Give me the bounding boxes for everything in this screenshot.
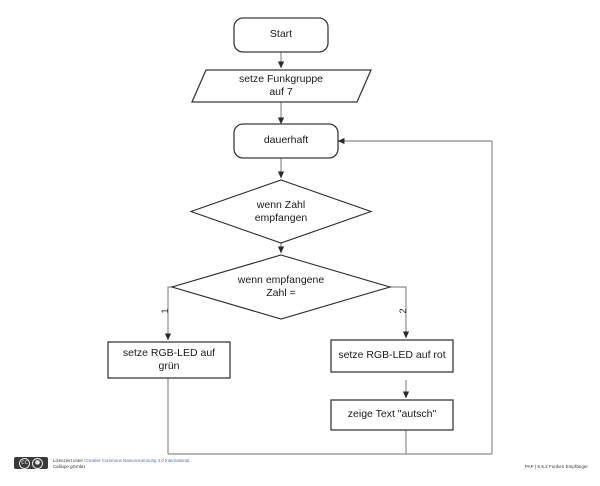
branch-label-left: 1 [160, 308, 170, 314]
creative-commons-icon: cc ● [14, 457, 48, 469]
license-link[interactable]: Creative Commons Namensnennung 4.0 Inter… [84, 458, 191, 463]
document-reference: PAP | 5.5.2 Funken Empfänger [524, 464, 588, 469]
license-org: Calliope gGmbH [53, 463, 86, 469]
edge-branch2-to-ledrot [390, 286, 410, 339]
node-wenn-empfangene[interactable] [170, 254, 392, 320]
node-led-gruen[interactable] [107, 341, 231, 379]
node-wenn-zahl[interactable] [189, 179, 373, 244]
node-funkgruppe[interactable] [191, 69, 372, 103]
license-text: Lizenziert unter Creative Commons Namens… [53, 457, 190, 469]
license-footer: cc ● Lizenziert unter Creative Commons N… [14, 457, 190, 469]
node-zeige-text[interactable] [330, 399, 454, 431]
license-prefix: Lizenziert unter [53, 458, 85, 463]
connector-group [164, 52, 493, 455]
branch-label-right: 2 [398, 308, 408, 314]
node-start[interactable] [233, 17, 329, 53]
cc-logo-circle: cc [19, 457, 30, 469]
edge-branch1-to-ledgruen [164, 286, 186, 341]
node-dauerhaft[interactable] [233, 123, 339, 159]
node-led-rot[interactable] [330, 339, 454, 373]
cc-by-person-circle: ● [32, 457, 43, 469]
